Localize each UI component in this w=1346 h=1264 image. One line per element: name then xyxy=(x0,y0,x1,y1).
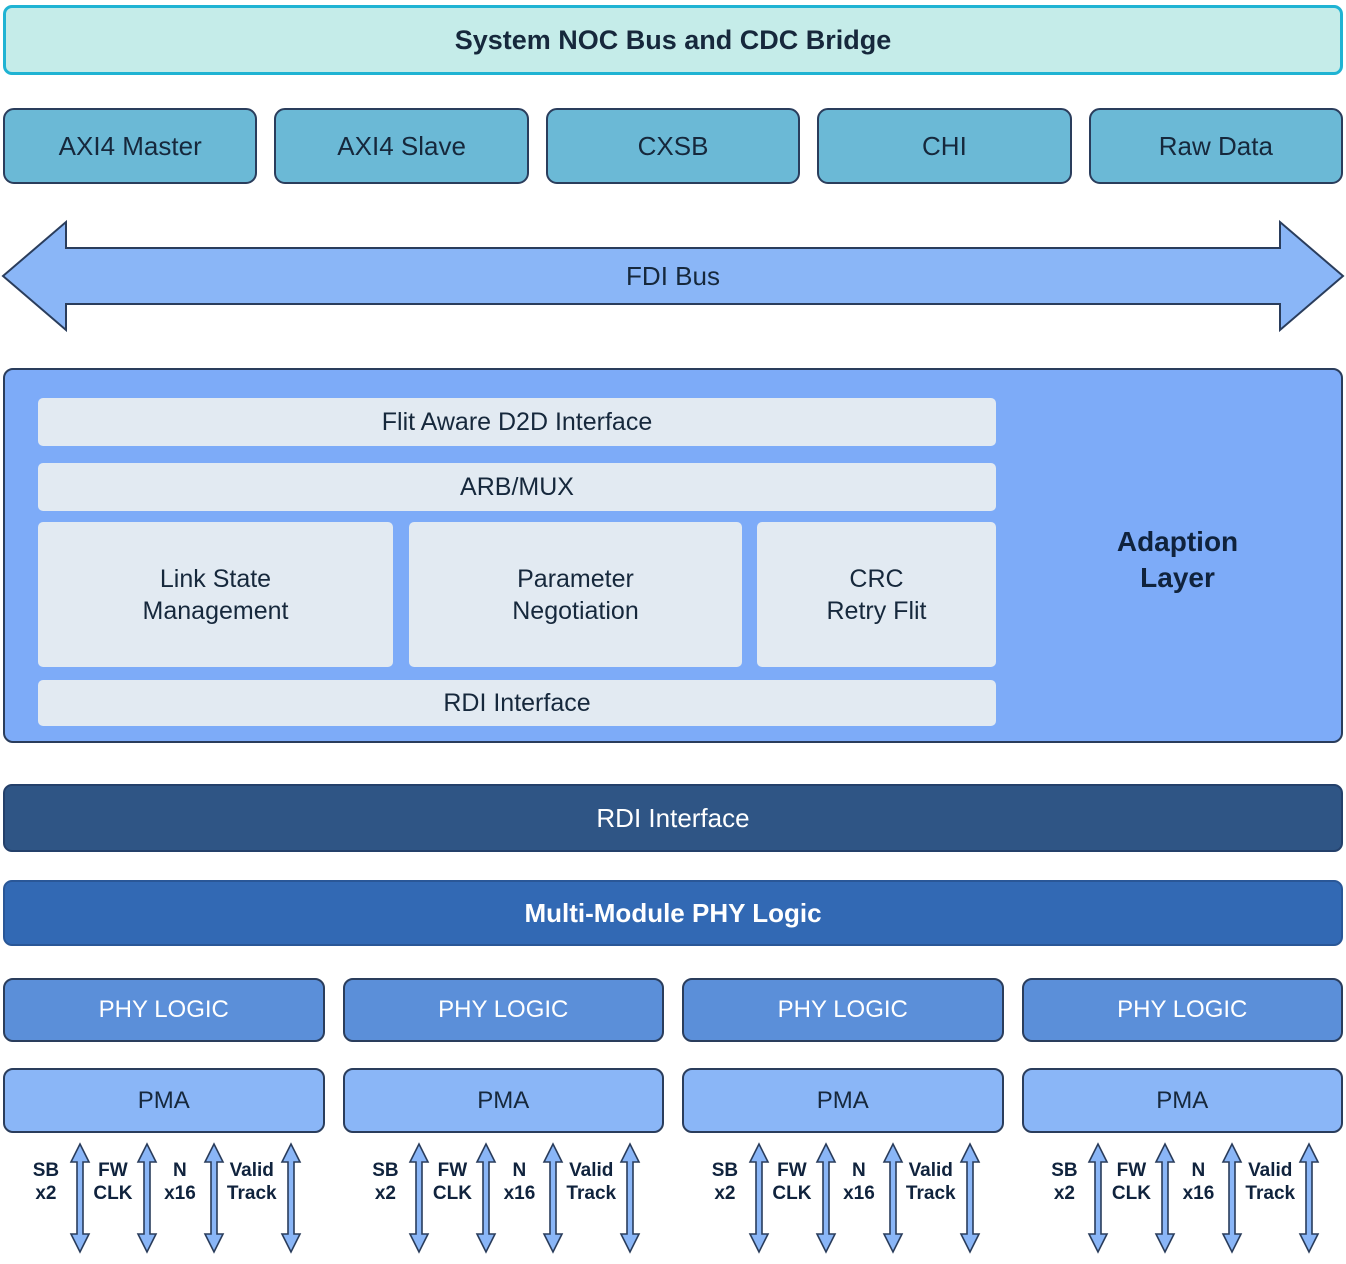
signal-pair-valid-track: Valid Track xyxy=(906,1142,981,1254)
signal-label: SB x2 xyxy=(711,1160,739,1205)
protocol-box-axi4-slave[interactable]: AXI4 Slave xyxy=(274,108,529,184)
vertical-bidirectional-arrow-icon xyxy=(203,1142,225,1254)
signal-label: SB x2 xyxy=(372,1160,399,1205)
phy-logic-label: PHY LOGIC xyxy=(438,996,569,1023)
vertical-bidirectional-arrow-icon xyxy=(882,1142,904,1254)
protocol-box-axi4-master[interactable]: AXI4 Master xyxy=(3,108,258,184)
protocol-box-raw-data[interactable]: Raw Data xyxy=(1088,108,1344,184)
vertical-bidirectional-arrow-icon xyxy=(619,1142,641,1254)
signal-label: N x16 xyxy=(164,1160,196,1205)
crc-retry-flit-block[interactable]: CRC Retry Flit xyxy=(757,522,996,667)
signal-label: N x16 xyxy=(843,1160,875,1205)
signal-pair-n: N x16 xyxy=(1178,1142,1243,1254)
protocol-box-label: AXI4 Slave xyxy=(337,130,466,161)
pma-box-1[interactable]: PMA xyxy=(3,1068,325,1133)
pma-label: PMA xyxy=(816,1086,869,1114)
signal-groups-row: SB x2 FW CLK N x16 Valid Track SB x2 xyxy=(3,1142,1343,1260)
signal-pair-sb: SB x2 xyxy=(1044,1142,1109,1254)
pma-label: PMA xyxy=(137,1086,190,1114)
signal-pair-sb: SB x2 xyxy=(26,1142,91,1254)
link-state-management-block[interactable]: Link State Management xyxy=(38,522,393,667)
signal-pair-fwclk: FW CLK xyxy=(93,1142,158,1254)
vertical-bidirectional-arrow-icon xyxy=(959,1142,980,1254)
signal-pair-n: N x16 xyxy=(160,1142,225,1254)
signal-label: SB x2 xyxy=(1051,1160,1078,1205)
phy-logic-label: PHY LOGIC xyxy=(1117,996,1248,1023)
pma-label: PMA xyxy=(1156,1086,1209,1114)
signal-pair-valid-track: Valid Track xyxy=(566,1142,641,1254)
signal-group-1: SB x2 FW CLK N x16 Valid Track xyxy=(3,1142,325,1260)
protocol-box-label: CXSB xyxy=(637,130,709,161)
protocol-box-cxsb[interactable]: CXSB xyxy=(545,108,801,184)
adaption-layer-title: Adaption Layer xyxy=(1015,510,1340,610)
signal-group-2: SB x2 FW CLK N x16 Valid Track xyxy=(343,1142,665,1260)
protocol-interface-row: AXI4 Master AXI4 Slave CXSB CHI Raw Data xyxy=(3,108,1344,184)
signal-label: FW CLK xyxy=(772,1160,812,1205)
signal-pair-n: N x16 xyxy=(499,1142,564,1254)
rdi-interface-inner-block[interactable]: RDI Interface xyxy=(38,680,996,726)
signal-group-4: SB x2 FW CLK N x16 Valid Track xyxy=(1022,1142,1344,1260)
signal-pair-fwclk: FW CLK xyxy=(1111,1142,1176,1254)
pma-row: PMA PMA PMA PMA xyxy=(3,1068,1343,1133)
signal-group-3: SB x2 FW CLK N x16 Valid Track xyxy=(682,1142,1004,1260)
signal-label: Valid Track xyxy=(226,1160,277,1205)
protocol-box-label: Raw Data xyxy=(1158,130,1273,161)
phy-logic-box-4[interactable]: PHY LOGIC xyxy=(1021,978,1343,1042)
signal-pair-fwclk: FW CLK xyxy=(432,1142,497,1254)
system-noc-header: System NOC Bus and CDC Bridge xyxy=(3,5,1343,75)
block-label: CRC Retry Flit xyxy=(826,564,927,625)
pma-box-2[interactable]: PMA xyxy=(342,1068,664,1133)
signal-label: FW CLK xyxy=(93,1160,133,1205)
protocol-box-chi[interactable]: CHI xyxy=(817,108,1072,184)
signal-pair-fwclk: FW CLK xyxy=(772,1142,837,1254)
signal-pair-valid-track: Valid Track xyxy=(227,1142,302,1254)
signal-label: SB x2 xyxy=(32,1160,60,1205)
phy-logic-box-1[interactable]: PHY LOGIC xyxy=(3,978,325,1042)
protocol-box-label: AXI4 Master xyxy=(58,130,202,161)
adaption-layer-title-text: Adaption Layer xyxy=(1116,525,1239,593)
vertical-bidirectional-arrow-icon xyxy=(748,1142,770,1254)
rdi-interface-bar: RDI Interface xyxy=(3,784,1343,852)
signal-label: FW CLK xyxy=(432,1160,472,1205)
flit-aware-d2d-interface-block[interactable]: Flit Aware D2D Interface xyxy=(38,398,996,446)
block-label: Link State Management xyxy=(142,564,289,625)
vertical-bidirectional-arrow-icon xyxy=(476,1142,497,1254)
multi-module-phy-logic-bar: Multi-Module PHY Logic xyxy=(3,880,1343,946)
fdi-bus-arrow xyxy=(0,218,1346,334)
signal-label: Valid Track xyxy=(566,1160,617,1205)
vertical-bidirectional-arrow-icon xyxy=(815,1142,837,1254)
vertical-bidirectional-arrow-icon xyxy=(136,1142,158,1254)
vertical-bidirectional-arrow-icon xyxy=(280,1142,301,1254)
phy-logic-box-2[interactable]: PHY LOGIC xyxy=(342,978,664,1042)
block-label: Parameter Negotiation xyxy=(512,564,639,625)
bidirectional-arrow-icon xyxy=(1,219,1345,333)
protocol-box-label: CHI xyxy=(922,130,967,161)
arb-mux-block[interactable]: ARB/MUX xyxy=(38,463,996,511)
vertical-bidirectional-arrow-icon xyxy=(1155,1142,1176,1254)
vertical-bidirectional-arrow-icon xyxy=(1298,1142,1320,1254)
vertical-bidirectional-arrow-icon xyxy=(409,1142,430,1254)
vertical-bidirectional-arrow-icon xyxy=(69,1142,91,1254)
phy-logic-row: PHY LOGIC PHY LOGIC PHY LOGIC PHY LOGIC xyxy=(3,978,1343,1042)
signal-label: Valid Track xyxy=(905,1160,956,1205)
vertical-bidirectional-arrow-icon xyxy=(1088,1142,1109,1254)
signal-label: Valid Track xyxy=(1245,1160,1296,1205)
vertical-bidirectional-arrow-icon xyxy=(1222,1142,1243,1254)
signal-pair-n: N x16 xyxy=(839,1142,904,1254)
pma-label: PMA xyxy=(477,1086,530,1114)
parameter-negotiation-block[interactable]: Parameter Negotiation xyxy=(409,522,742,667)
signal-label: N x16 xyxy=(503,1160,536,1205)
signal-label: FW CLK xyxy=(1111,1160,1151,1205)
signal-pair-valid-track: Valid Track xyxy=(1245,1142,1320,1254)
pma-box-3[interactable]: PMA xyxy=(682,1068,1004,1133)
phy-logic-box-3[interactable]: PHY LOGIC xyxy=(682,978,1004,1042)
signal-label: N x16 xyxy=(1182,1160,1215,1205)
signal-pair-sb: SB x2 xyxy=(705,1142,770,1254)
adaption-layer-container: Flit Aware D2D Interface ARB/MUX Link St… xyxy=(3,368,1343,743)
pma-box-4[interactable]: PMA xyxy=(1021,1068,1343,1133)
signal-pair-sb: SB x2 xyxy=(365,1142,430,1254)
phy-logic-label: PHY LOGIC xyxy=(98,996,229,1023)
vertical-bidirectional-arrow-icon xyxy=(543,1142,564,1254)
phy-logic-label: PHY LOGIC xyxy=(777,996,908,1023)
